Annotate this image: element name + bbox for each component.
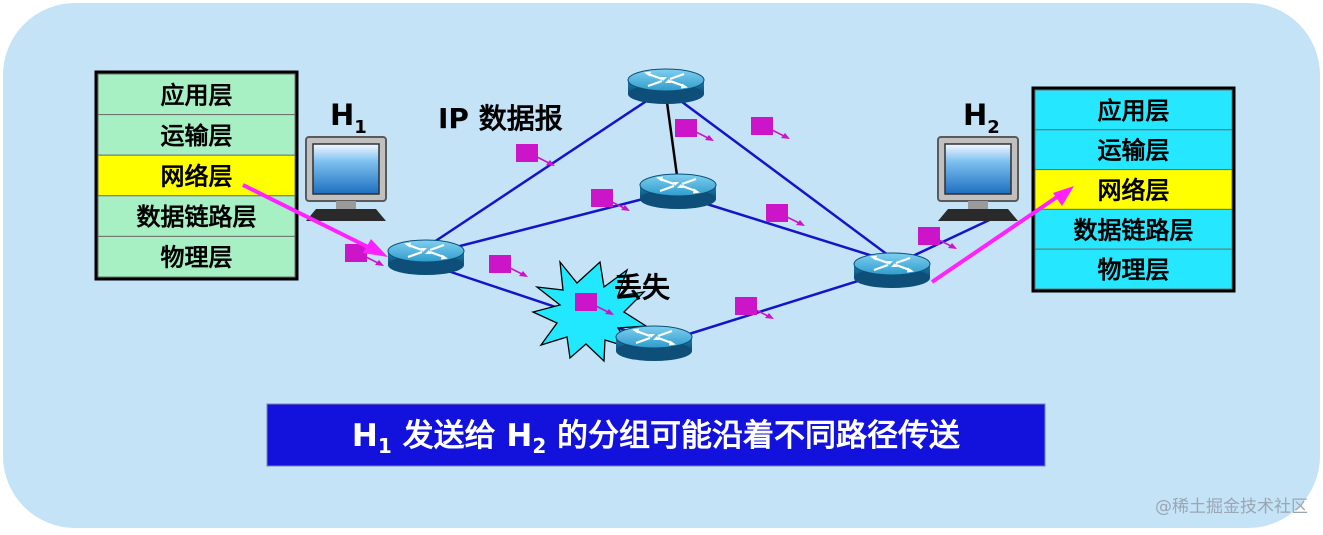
h1-layer-cell bbox=[97, 114, 296, 156]
h1-layer-cell bbox=[97, 235, 296, 278]
h1-layer-cell bbox=[97, 154, 296, 197]
h2-layer-cell bbox=[1034, 129, 1233, 171]
h2-layer-cell bbox=[1034, 89, 1233, 131]
h2-layer-cell bbox=[1034, 208, 1233, 250]
h2-layer-label: 应用层 bbox=[1098, 97, 1170, 125]
router-bottom bbox=[614, 324, 694, 363]
h2-layer-cell bbox=[1034, 169, 1233, 210]
h2-layer-label: 物理层 bbox=[1098, 256, 1170, 284]
packet-lost-label: 丢失 bbox=[614, 271, 671, 304]
h2-layer-cell bbox=[1034, 248, 1233, 290]
router-right bbox=[852, 251, 932, 290]
h1-layer-label: 数据链路层 bbox=[137, 203, 257, 231]
h2-layer-label: 网络层 bbox=[1098, 177, 1170, 205]
h1-layer-label: 运输层 bbox=[161, 122, 233, 150]
h1-layer-cell bbox=[97, 73, 296, 116]
caption-text: H1 发送给 H2 的分组可能沿着不同路径传送 bbox=[352, 418, 960, 458]
h2-layer-label: 数据链路层 bbox=[1074, 216, 1194, 244]
h2-layer-label: 运输层 bbox=[1098, 137, 1170, 165]
flow-arrows bbox=[242, 183, 1074, 284]
diagram-background bbox=[3, 3, 1320, 528]
watermark: @稀土掘金技术社区 bbox=[1155, 497, 1308, 517]
router-left bbox=[386, 238, 466, 277]
h1-layer-cell bbox=[97, 195, 296, 237]
h1-layer-label: 应用层 bbox=[161, 81, 233, 109]
host2-label: H2 bbox=[963, 98, 1000, 138]
ip-datagram-label: IP 数据报 bbox=[438, 102, 563, 135]
router-middle bbox=[638, 172, 718, 211]
h1-layer-label: 物理层 bbox=[161, 244, 233, 272]
h1-layer-label: 网络层 bbox=[161, 163, 233, 191]
router-top bbox=[626, 67, 706, 106]
host1-label: H1 bbox=[330, 98, 367, 138]
caption-box bbox=[266, 403, 1046, 467]
